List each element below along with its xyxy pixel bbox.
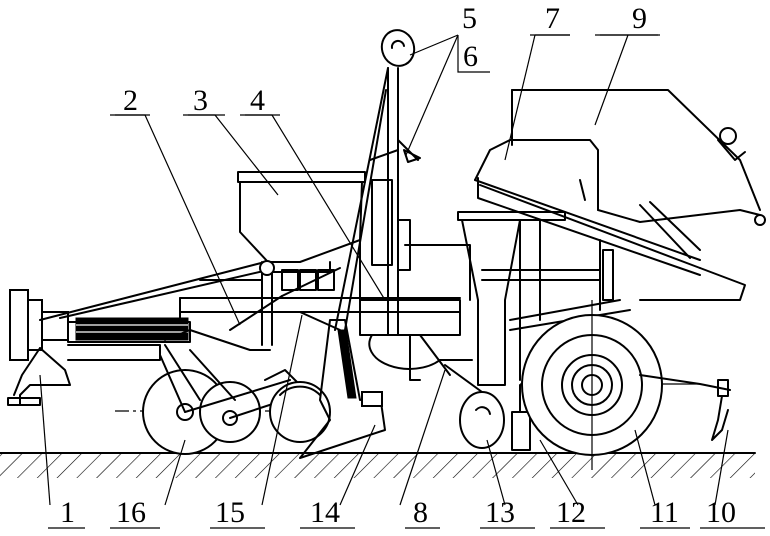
leader-lines <box>39 34 765 529</box>
callout-4: 4 <box>250 84 265 117</box>
callout-11: 11 <box>650 496 679 529</box>
callout-6: 6 <box>463 40 478 73</box>
callout-7: 7 <box>545 2 560 35</box>
mast-frame <box>334 67 419 336</box>
seed-hopper <box>237 171 366 273</box>
drive-wheel <box>521 300 663 470</box>
callout-13: 13 <box>485 496 515 529</box>
callout-8: 8 <box>413 496 428 529</box>
callout-9: 9 <box>632 2 647 35</box>
callout-12: 12 <box>556 496 586 529</box>
callout-15: 15 <box>215 496 245 529</box>
callout-3: 3 <box>193 84 208 117</box>
rear-tine <box>639 374 731 441</box>
marker-disc <box>380 29 421 163</box>
callout-10: 10 <box>706 496 736 529</box>
seed-unit <box>457 211 631 386</box>
press-wheel <box>444 364 505 449</box>
ground <box>0 452 756 478</box>
callout-14: 14 <box>310 496 340 529</box>
support-skid <box>511 384 531 451</box>
rear-body <box>474 89 766 301</box>
opener-shoe <box>299 319 386 459</box>
callout-16: 16 <box>116 496 146 529</box>
callout-2: 2 <box>123 84 138 117</box>
callout-1: 1 <box>60 496 75 529</box>
upper-frame <box>39 260 461 346</box>
callout-5: 5 <box>462 2 477 35</box>
mid-frame <box>359 244 473 381</box>
callout-labels: 1 2 3 4 5 6 7 8 9 10 11 12 13 14 15 16 <box>60 2 736 529</box>
